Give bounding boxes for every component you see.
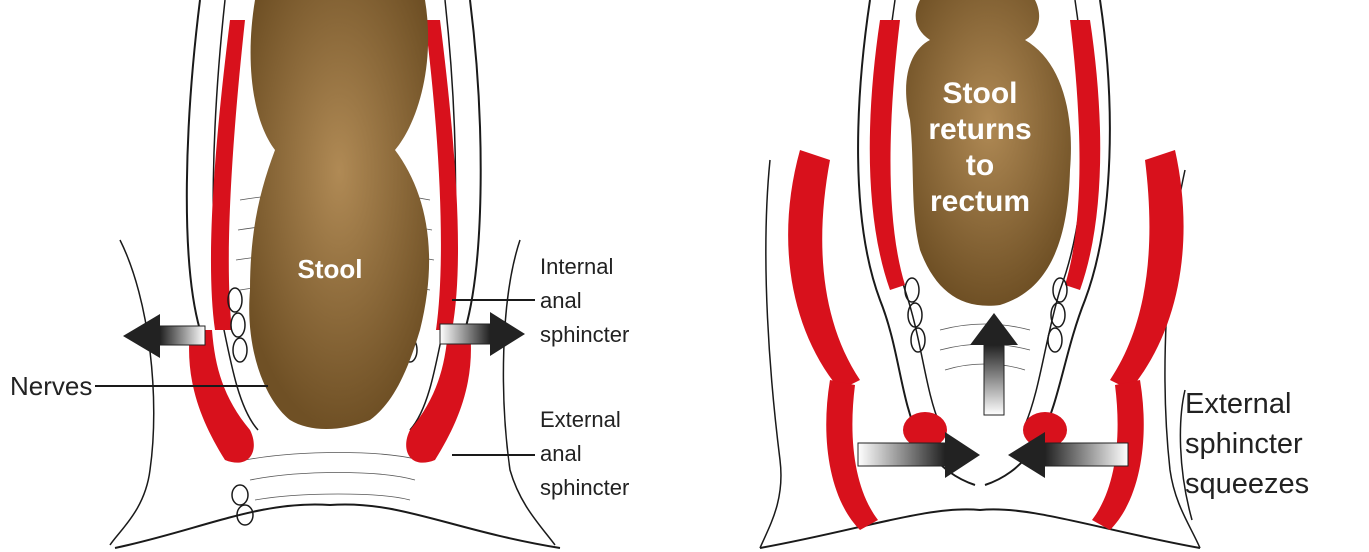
- left-outer-contour-left: [110, 240, 154, 545]
- external-label-line-2: anal: [540, 437, 629, 471]
- external-sphincter-squeezes-label: External sphincter squeezes: [1185, 384, 1309, 504]
- internal-anal-sphincter-label: Internal anal sphincter: [540, 250, 629, 352]
- right-base-contour: [760, 509, 1200, 548]
- squeeze-label-line-3: squeezes: [1185, 464, 1309, 504]
- left-stool-label: Stool: [280, 254, 380, 285]
- internal-label-line-3: sphincter: [540, 318, 629, 352]
- internal-label-line-1: Internal: [540, 250, 629, 284]
- left-internal-sphincter-right: [425, 20, 458, 330]
- external-anal-sphincter-label: External anal sphincter: [540, 403, 629, 505]
- right-stool-line-3: to: [905, 148, 1055, 184]
- right-stool-line-2: returns: [905, 112, 1055, 148]
- external-label-line-1: External: [540, 403, 629, 437]
- external-label-line-3: sphincter: [540, 471, 629, 505]
- right-stool-line-1: Stool: [905, 76, 1055, 112]
- right-stool-label: Stool returns to rectum: [905, 76, 1055, 220]
- right-levator-right: [1110, 150, 1184, 390]
- internal-label-line-2: anal: [540, 284, 629, 318]
- right-levator-left: [788, 150, 860, 390]
- right-stool-line-4: rectum: [905, 184, 1055, 220]
- squeeze-label-line-1: External: [1185, 384, 1309, 424]
- nerves-label: Nerves: [10, 369, 92, 403]
- right-internal-sphincter-left: [870, 20, 905, 290]
- left-stool: [249, 0, 429, 429]
- left-base-contour: [115, 504, 560, 548]
- squeeze-label-line-2: sphincter: [1185, 424, 1309, 464]
- right-outer-contour-left: [760, 160, 781, 548]
- left-external-sphincter-left: [189, 330, 254, 463]
- left-internal-sphincter-left: [211, 20, 245, 330]
